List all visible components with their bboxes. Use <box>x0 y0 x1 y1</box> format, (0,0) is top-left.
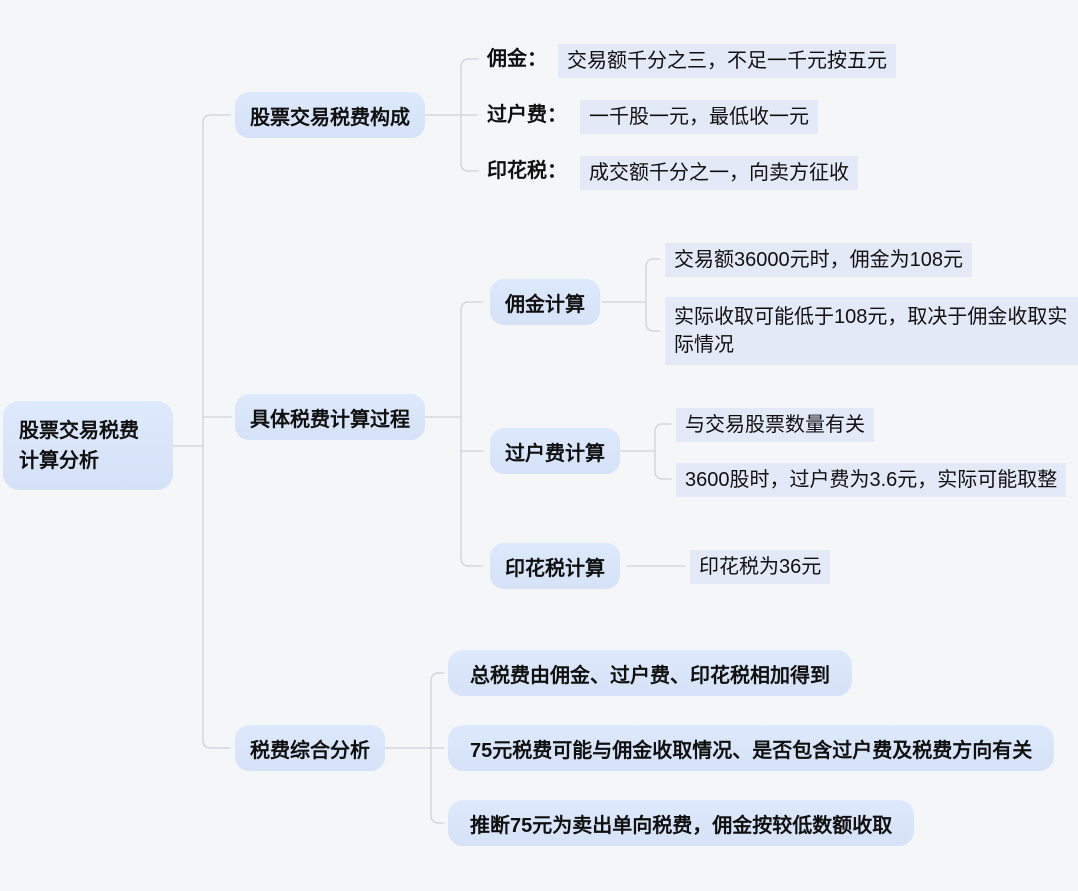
child-node-label: 印花税计算 <box>505 557 605 580</box>
conclusion-node-75yuan-inference[interactable]: 推断75元为卖出单向税费，佣金按较低数额收取 <box>448 800 915 846</box>
connector-line <box>460 301 484 418</box>
item-label-commission: 佣金： <box>487 48 547 70</box>
conclusion-node-75yuan-factors[interactable]: 75元税费可能与佣金收取情况、是否包含过户费及税费方向有关 <box>448 725 1055 771</box>
conclusion-label: 75元税费可能与佣金收取情况、是否包含过户费及税费方向有关 <box>470 739 1033 762</box>
item-label-stamp-tax: 印花税： <box>487 160 567 182</box>
child-node-stamp-tax-calc[interactable]: 印花税计算 <box>490 543 620 589</box>
leaf-commission-amount[interactable]: 交易额36000元时，佣金为108元 <box>665 243 972 277</box>
branch-node-tax-composition[interactable]: 股票交易税费构成 <box>235 92 425 138</box>
root-node[interactable]: 股票交易税费计算分析 <box>3 401 173 490</box>
child-node-commission-calc[interactable]: 佣金计算 <box>490 279 600 325</box>
connector-line <box>202 445 231 749</box>
conclusion-node-total-fee[interactable]: 总税费由佣金、过户费、印花税相加得到 <box>448 650 852 696</box>
branch-node-label: 股票交易税费构成 <box>250 106 410 129</box>
connector-line <box>645 258 661 303</box>
branch-node-label: 税费综合分析 <box>250 739 370 762</box>
child-node-label: 佣金计算 <box>505 293 585 316</box>
conclusion-label: 推断75元为卖出单向税费，佣金按较低数额收取 <box>470 814 893 837</box>
connector-line <box>430 672 445 749</box>
item-value-commission[interactable]: 交易额千分之三，不足一千元按五元 <box>558 44 896 78</box>
connector-line <box>430 747 445 824</box>
leaf-transfer-fee-amount[interactable]: 3600股时，过户费为3.6元，实际可能取整 <box>676 463 1067 497</box>
branch-node-label: 具体税费计算过程 <box>250 408 410 431</box>
branch-node-comprehensive-analysis[interactable]: 税费综合分析 <box>235 725 385 771</box>
item-label-transfer-fee: 过户费： <box>487 104 567 126</box>
leaf-transfer-fee-basis[interactable]: 与交易股票数量有关 <box>676 408 874 442</box>
connector-line <box>460 58 479 116</box>
child-node-label: 过户费计算 <box>505 442 605 465</box>
connector-line <box>460 416 484 567</box>
conclusion-label: 总税费由佣金、过户费、印花税相加得到 <box>470 664 830 687</box>
connector-line <box>460 114 479 172</box>
connector-line <box>654 450 672 480</box>
item-value-transfer-fee[interactable]: 一千股一元，最低收一元 <box>580 100 818 134</box>
leaf-commission-actual[interactable]: 实际收取可能低于108元，取决于佣金收取实际情况 <box>665 297 1078 365</box>
connector-line <box>645 301 661 332</box>
branch-node-calculation-process[interactable]: 具体税费计算过程 <box>235 394 425 440</box>
root-node-label: 股票交易税费计算分析 <box>19 419 139 472</box>
connector-line <box>654 423 672 452</box>
leaf-stamp-tax-amount[interactable]: 印花税为36元 <box>690 550 831 584</box>
child-node-transfer-fee-calc[interactable]: 过户费计算 <box>490 428 620 474</box>
connector-line <box>202 114 231 447</box>
item-value-stamp-tax[interactable]: 成交额千分之一，向卖方征收 <box>580 156 858 190</box>
